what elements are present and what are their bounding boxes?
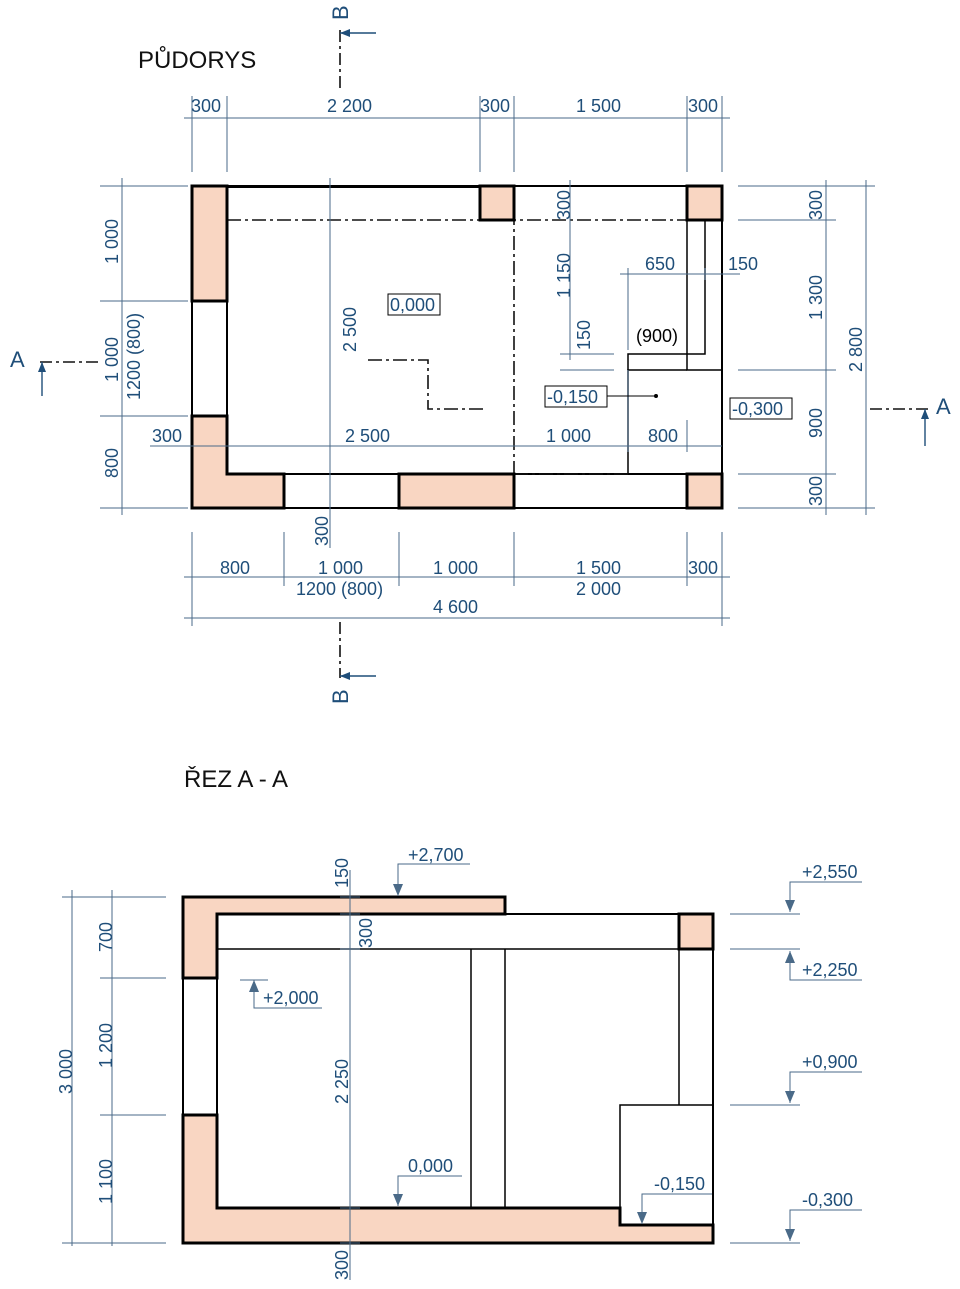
section-dim-left-1: 700 — [96, 922, 116, 952]
dim-top-3: 300 — [480, 96, 510, 116]
cut-mark-a-right: A — [870, 394, 951, 446]
section-dims-left: 700 1 200 1 100 3 000 — [56, 890, 166, 1246]
plan-columns — [190, 184, 724, 510]
dim-bottom-3: 1 000 — [433, 558, 478, 578]
dim-300-col: 300 — [554, 190, 574, 220]
plan-axes — [227, 186, 722, 475]
dim-left-1: 1 000 — [102, 219, 122, 264]
dim-bottom-5: 300 — [688, 558, 718, 578]
svg-text:+2,700: +2,700 — [408, 845, 464, 865]
section-b-label-top: B — [328, 5, 353, 20]
dim-1150: 1 150 — [554, 253, 574, 298]
section-title: ŘEZ A - A — [184, 766, 288, 793]
svg-text:-0,300: -0,300 — [732, 399, 783, 419]
section-dim-left-total: 3 000 — [56, 1049, 76, 1094]
dim-right-1: 300 — [806, 190, 826, 220]
dim-right-2: 1 300 — [806, 275, 826, 320]
level-step-section: -0,150 — [637, 1174, 712, 1224]
section-dim-150: 150 — [332, 858, 352, 888]
level-top-section: +2,700 — [393, 845, 470, 896]
section-mark-b-top: B — [328, 5, 376, 92]
dim-bottom-total: 4 600 — [433, 597, 478, 617]
level-step-plan: -0,150 — [544, 385, 658, 408]
level-floor-section: 0,000 — [393, 1156, 462, 1206]
svg-text:0,000: 0,000 — [408, 1156, 453, 1176]
cut-mark-a-left: A — [10, 347, 100, 396]
cut-a-label-left: A — [10, 347, 25, 372]
dim-300-left: 300 — [152, 426, 182, 446]
level-minus-0300: -0,300 — [802, 1190, 853, 1210]
dim-right-3: 900 — [806, 408, 826, 438]
dim-300-below: 300 — [312, 516, 332, 546]
section-dim-2250: 2 250 — [332, 1059, 352, 1104]
dim-900-paren: (900) — [636, 326, 678, 346]
section-walls — [181, 895, 715, 1245]
dims-top: 300 2 200 300 1 500 300 — [184, 96, 730, 172]
dim-bottom-row2-2: 2 000 — [576, 579, 621, 599]
section-right-levels: +2,550 +2,250 +0,900 -0,300 — [730, 862, 862, 1244]
plan-title: PŮDORYS — [138, 45, 256, 74]
svg-text:+2,000: +2,000 — [263, 988, 319, 1008]
dim-bottom-1: 800 — [220, 558, 250, 578]
dim-top-1: 300 — [191, 96, 221, 116]
dim-1000: 1 000 — [546, 426, 591, 446]
dim-bottom-4: 1 500 — [576, 558, 621, 578]
dim-bottom-row2-1: 1200 (800) — [296, 579, 383, 599]
dims-left: 1 000 1 000 1200 (800) 800 — [100, 178, 188, 515]
level-2550: +2,550 — [802, 862, 858, 882]
level-0900: +0,900 — [802, 1052, 858, 1072]
dim-left-2: 1 000 — [102, 337, 122, 382]
dim-800: 800 — [648, 426, 678, 446]
section-b-label-bottom: B — [328, 689, 353, 704]
dims-right: 300 1 300 900 300 2 800 — [738, 180, 875, 515]
level-floor-plan: 0,000 — [387, 293, 441, 316]
section-center-dims — [340, 870, 360, 1280]
section-dim-left-2: 1 200 — [96, 1023, 116, 1068]
dim-top-5: 300 — [688, 96, 718, 116]
dim-2500-vertical: 2 500 — [340, 307, 360, 352]
dim-top-4: 1 500 — [576, 96, 621, 116]
section-dim-300: 300 — [356, 918, 376, 948]
dim-left-3: 1200 (800) — [124, 313, 144, 400]
dim-right-total: 2 800 — [846, 327, 866, 372]
dim-650: 650 — [645, 254, 675, 274]
svg-text:-0,150: -0,150 — [547, 387, 598, 407]
level-2250: +2,250 — [802, 960, 858, 980]
dim-left-4: 800 — [102, 448, 122, 478]
dim-150-step: 150 — [574, 320, 594, 350]
dims-bottom: 800 1 000 1 000 1 500 300 1200 (800) 2 0… — [184, 532, 730, 626]
svg-text:-0,150: -0,150 — [654, 1174, 705, 1194]
dim-bottom-2: 1 000 — [318, 558, 363, 578]
floor-plan: PŮDORYS B 300 2 200 300 1 500 300 — [10, 5, 951, 704]
section-aa: ŘEZ A - A 700 1 200 1 100 3 000 — [56, 766, 862, 1280]
svg-text:0,000: 0,000 — [390, 295, 435, 315]
dim-right-4: 300 — [806, 476, 826, 506]
plan-walls — [191, 185, 723, 509]
level-outside-plan: -0,300 — [729, 397, 793, 420]
dim-2500-horizontal: 2 500 — [345, 426, 390, 446]
section-dim-left-3: 1 100 — [96, 1159, 116, 1204]
dim-top-2: 2 200 — [327, 96, 372, 116]
level-window-section: +2,000 — [240, 979, 322, 1009]
plan-inner-dims — [150, 178, 740, 548]
dim-150: 150 — [728, 254, 758, 274]
cut-a-label-right: A — [936, 394, 951, 419]
section-dim-300-bottom: 300 — [332, 1250, 352, 1280]
section-mark-b-bottom: B — [328, 622, 376, 704]
